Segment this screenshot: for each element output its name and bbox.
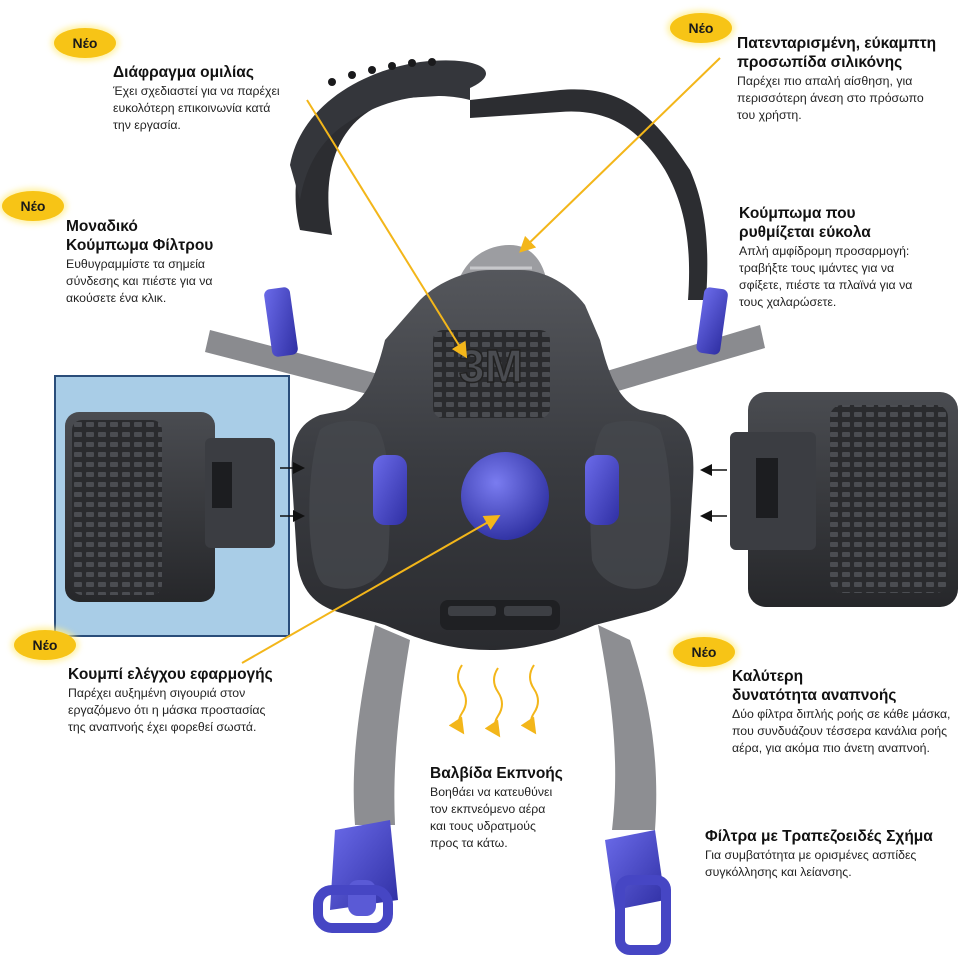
- speech-diaphragm-grille: 3M: [433, 330, 550, 418]
- title-line: Καλύτερη: [732, 668, 804, 685]
- title-line: Κούμπωμα Φίλτρου: [66, 237, 214, 254]
- desc-line: Έχει σχεδιαστεί για να παρέχει: [113, 84, 280, 98]
- callout-desc: Δύο φίλτρα διπλής ροής σε κάθε μάσκα, πο…: [732, 706, 950, 757]
- exhalation-valve: [440, 600, 560, 630]
- neck-straps: [313, 625, 671, 955]
- callout-title: Διάφραγμα ομιλίας: [113, 64, 254, 81]
- callout-fit-button: Κουμπί ελέγχου εφαρμογής Παρέχει αυξημέν…: [68, 665, 273, 736]
- callout-title: Κούμπωμα που ρυθμίζεται εύκολα: [739, 204, 912, 242]
- new-badge-fit-button: Νέο: [14, 630, 76, 660]
- callout-desc: Για συμβατότητα με ορισμένες ασπίδες συγ…: [705, 847, 933, 881]
- callout-title: Πατενταρισμένη, εύκαμπτη προσωπίδα σιλικ…: [737, 34, 936, 72]
- new-badge-speech-diaphragm: Νέο: [54, 28, 116, 58]
- new-badge-face-seal: Νέο: [670, 13, 732, 43]
- desc-line: Παρέχει αυξημένη σιγουριά στον: [68, 686, 246, 700]
- desc-line: Παρέχει πιο απαλή αίσθηση, για: [737, 74, 913, 88]
- callout-title: Μοναδικό Κούμπωμα Φίλτρου: [66, 217, 213, 255]
- left-side-tab: [373, 455, 407, 525]
- pointer-arrows: [241, 57, 721, 664]
- desc-line: ευκολότερη επικοινωνία κατά: [113, 101, 271, 115]
- title-line: Μοναδικό: [66, 218, 138, 235]
- desc-line: που συνδυάζουν τέσσερα κανάλια ροής: [732, 724, 948, 738]
- connection-arrows: [280, 462, 727, 522]
- callout-speech-diaphragm: Διάφραγμα ομιλίας Έχει σχεδιαστεί για να…: [113, 63, 280, 134]
- callout-desc: Παρέχει πιο απαλή αίσθηση, για περισσότε…: [737, 73, 936, 124]
- filter-inset-left: [54, 375, 290, 637]
- callout-filter-latch: Μοναδικό Κούμπωμα Φίλτρου Ευθυγραμμίστε …: [66, 217, 213, 307]
- callout-desc: Βοηθάει να κατευθύνει τον εκπνεόμενο αέρ…: [430, 784, 563, 852]
- desc-line: Ευθυγραμμίστε τα σημεία: [66, 257, 206, 271]
- exhaust-airflow-arrows: [448, 664, 539, 738]
- desc-line: Βοηθάει να κατευθύνει: [430, 785, 553, 799]
- callout-breathability: Καλύτερη δυνατότητα αναπνοής Δύο φίλτρα …: [732, 667, 950, 757]
- right-side-tab: [585, 455, 619, 525]
- desc-line: τραβήξτε τους ιμάντες για να: [739, 261, 895, 275]
- callout-face-seal: Πατενταρισμένη, εύκαμπτη προσωπίδα σιλικ…: [737, 34, 936, 124]
- callout-title: Κουμπί ελέγχου εφαρμογής: [68, 666, 273, 683]
- desc-line: την εργασία.: [113, 118, 181, 132]
- callout-desc: Απλή αμφίδρομη προσαρμογή: τραβήξτε τους…: [739, 243, 912, 311]
- desc-line: Για συμβατότητα με ορισμένες ασπίδες: [705, 848, 917, 862]
- callout-desc: Έχει σχεδιαστεί για να παρέχει ευκολότερ…: [113, 83, 280, 134]
- desc-line: τους χαλαρώσετε.: [739, 295, 837, 309]
- desc-line: σύνδεσης και πιέστε για να: [66, 274, 213, 288]
- desc-line: ακούσετε ένα κλικ.: [66, 291, 167, 305]
- fit-check-button-illustration: [461, 452, 549, 540]
- new-badge-breathability: Νέο: [673, 637, 735, 667]
- callout-title: Βαλβίδα Εκπνοής: [430, 765, 563, 782]
- desc-line: εργαζόμενο ότι η μάσκα προστασίας: [68, 703, 266, 717]
- desc-line: της αναπνοής έχει φορεθεί σωστά.: [68, 720, 257, 734]
- callout-desc: Ευθυγραμμίστε τα σημεία σύνδεσης και πιέ…: [66, 256, 213, 307]
- callout-title: Καλύτερη δυνατότητα αναπνοής: [732, 667, 950, 705]
- title-line: ρυθμίζεται εύκολα: [739, 224, 871, 241]
- desc-line: Απλή αμφίδρομη προσαρμογή:: [739, 244, 910, 258]
- logo-3m: 3M: [459, 340, 523, 392]
- callout-title: Φίλτρα με Τραπεζοειδές Σχήμα: [705, 828, 933, 845]
- filter-right: [730, 392, 958, 607]
- desc-line: και τους υδρατμούς: [430, 819, 536, 833]
- callout-desc: Παρέχει αυξημένη σιγουριά στον εργαζόμεν…: [68, 685, 273, 736]
- new-badge-filter-latch: Νέο: [2, 191, 64, 221]
- desc-line: αέρα, για ακόμα πιο άνετη αναπνοή.: [732, 741, 930, 755]
- desc-line: σφίξετε, πιέστε τα πλαϊνά για να: [739, 278, 913, 292]
- title-line: Πατενταρισμένη, εύκαμπτη: [737, 35, 937, 52]
- desc-line: προς τα κάτω.: [430, 836, 508, 850]
- callout-buckle: Κούμπωμα που ρυθμίζεται εύκολα Απλή αμφί…: [739, 204, 912, 311]
- callout-exhalation-valve: Βαλβίδα Εκπνοής Βοηθάει να κατευθύνει το…: [430, 764, 563, 852]
- head-harness: [290, 58, 708, 300]
- title-line: Κούμπωμα που: [739, 205, 856, 222]
- desc-line: περισσότερη άνεση στο πρόσωπο: [737, 91, 924, 105]
- callout-trapezoid-filters: Φίλτρα με Τραπεζοειδές Σχήμα Για συμβατό…: [705, 827, 933, 881]
- desc-line: τον εκπνεόμενο αέρα: [430, 802, 546, 816]
- desc-line: συγκόλλησης και λείανσης.: [705, 865, 852, 879]
- desc-line: Δύο φίλτρα διπλής ροής σε κάθε μάσκα,: [732, 707, 951, 721]
- desc-line: του χρήστη.: [737, 108, 802, 122]
- title-line: προσωπίδα σιλικόνης: [737, 54, 903, 71]
- title-line: δυνατότητα αναπνοής: [732, 687, 897, 704]
